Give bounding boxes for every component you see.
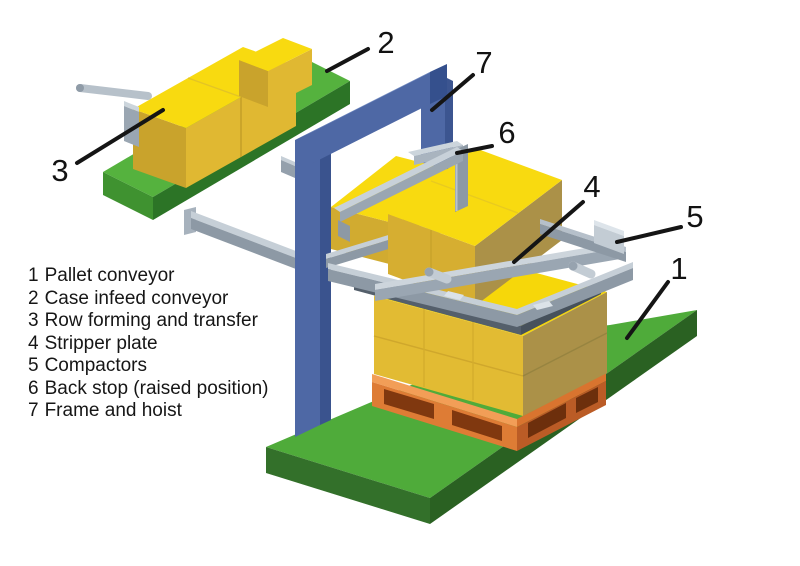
pallet-pocket [528,403,566,438]
legend-item-label: Pallet conveyor [44,265,175,286]
legend-item-number: 1 [28,265,39,286]
callout-number-1: 1 [670,251,687,286]
backstop-bracket-top [408,141,463,156]
frame-left-column-front [295,138,320,437]
leader-line-7 [430,73,475,112]
infeed-cases [133,38,312,188]
pallet-deck-right-strip [517,373,606,427]
legend-item-number: 3 [28,310,39,331]
leader-line-6 [455,144,494,155]
compactors [540,219,626,262]
pallet-pocket [452,410,502,441]
legend-item-number: 4 [28,332,39,354]
stripper-rail-front [375,248,620,301]
compactor-plate-top [594,220,624,236]
pallet-pocket [384,389,434,419]
leader-line-3 [75,108,165,165]
case-seam-top [430,180,519,214]
callouts: 1 2 3 4 5 6 7 [51,25,704,340]
leader-line-4 [512,200,585,264]
pusher-rod [76,84,152,100]
stripper-rail-front [517,268,633,327]
legend-item-label: Back stop (raised position) [44,377,269,399]
backstop-stub [338,220,350,242]
frame-beam-top [295,64,447,140]
small-case-top-face [239,38,312,71]
callout-number-7: 7 [475,45,492,80]
stripper-tab [444,291,464,300]
infeed-case-end-face [133,109,186,188]
compactor-plate-face [594,225,624,254]
stripper-tab [533,301,553,310]
pusher-rod-end [76,84,84,92]
stack-seam [522,332,608,377]
compactor-bar-front [540,224,626,262]
callout-number-6: 6 [498,115,515,150]
pusher-paddle-top [124,101,139,112]
legend-item-label: Row forming and transfer [44,310,258,331]
column-bracket-top [281,156,295,166]
backstop-bar-front [340,151,463,222]
frame-left-column-side [320,138,331,425]
backstop-bar-top [334,147,463,212]
callout-number-4: 4 [583,169,600,204]
stripper-plate [328,242,633,327]
legend-item-number: 7 [28,400,39,421]
leader-line-2 [325,47,370,73]
pallet [372,373,606,451]
leader-line-1 [625,280,670,340]
callout-number-2: 2 [377,25,394,60]
case-seam-top [187,77,242,98]
base-left-face [266,447,430,524]
legend-item-number: 2 [28,287,39,309]
stack-seam [373,335,524,377]
pallet-deck-front-strip [372,374,517,427]
stripper-rail-front [328,269,517,327]
callout-number-5: 5 [686,199,703,234]
legend-item-label: Frame and hoist [44,400,182,421]
leader-line-5 [615,225,683,244]
infeed-end-face [103,172,153,220]
frame-beam-front [295,72,430,172]
small-case-end-face [239,60,268,107]
legend-item-label: Case infeed conveyor [44,287,229,309]
row-forming-pusher [76,84,152,147]
stripper-pin-end [424,267,434,277]
frame-beam-end [430,64,447,104]
stripper-pin-end [568,261,578,271]
legend-item-label: Stripper plate [44,332,158,354]
legend-item-number: 6 [28,377,39,399]
back-stop [334,141,468,242]
callout-number-3: 3 [51,153,68,188]
small-case-front-face [268,49,312,107]
legend-item-number: 5 [28,355,39,376]
pallet-pocket [576,387,598,413]
legend-item-label: Compactors [44,355,147,376]
pusher-paddle-face [124,106,139,147]
column-bracket-front [281,160,295,178]
backstop-bracket-front [414,145,463,165]
